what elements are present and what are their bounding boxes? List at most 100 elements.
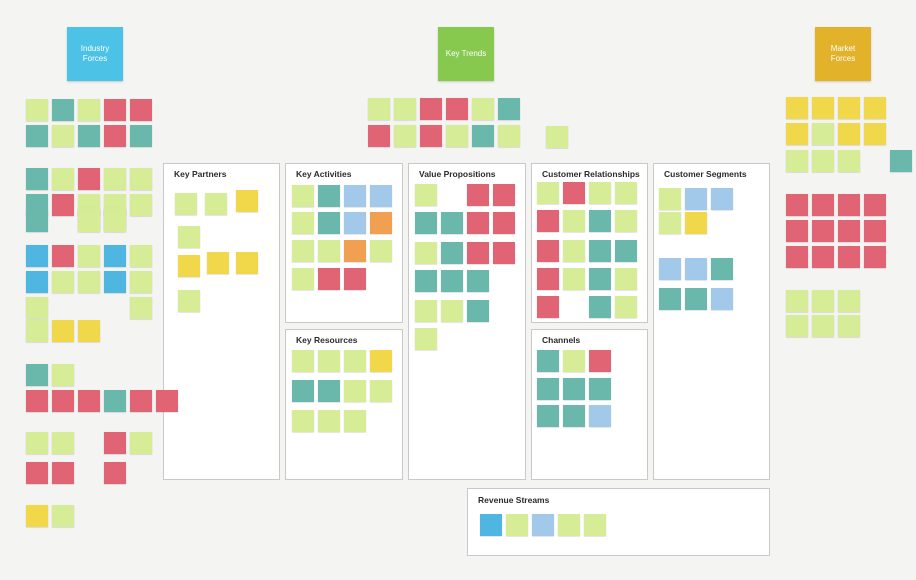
sticky-note[interactable]	[467, 300, 489, 322]
sticky-note[interactable]	[493, 184, 515, 206]
sticky-note[interactable]	[130, 271, 152, 293]
sticky-note[interactable]	[864, 97, 886, 119]
sticky-note[interactable]	[589, 182, 611, 204]
sticky-note[interactable]	[864, 246, 886, 268]
sticky-note[interactable]	[812, 150, 834, 172]
sticky-note[interactable]	[441, 242, 463, 264]
sticky-note[interactable]	[615, 296, 637, 318]
sticky-note[interactable]	[318, 410, 340, 432]
sticky-note[interactable]	[415, 242, 437, 264]
sticky-note[interactable]	[838, 150, 860, 172]
sticky-note[interactable]	[563, 350, 585, 372]
sticky-note[interactable]	[292, 268, 314, 290]
sticky-note[interactable]	[584, 514, 606, 536]
sticky-note[interactable]	[563, 378, 585, 400]
sticky-note[interactable]	[838, 123, 860, 145]
sticky-note[interactable]	[292, 185, 314, 207]
sticky-note[interactable]	[532, 514, 554, 536]
sticky-note[interactable]	[344, 350, 366, 372]
sticky-note[interactable]	[178, 255, 200, 277]
sticky-note[interactable]	[472, 98, 494, 120]
sticky-note[interactable]	[26, 505, 48, 527]
sticky-note[interactable]	[812, 246, 834, 268]
sticky-note[interactable]	[812, 97, 834, 119]
sticky-note[interactable]	[506, 514, 528, 536]
sticky-note[interactable]	[537, 296, 559, 318]
sticky-note[interactable]	[812, 290, 834, 312]
sticky-note[interactable]	[344, 240, 366, 262]
sticky-note[interactable]	[52, 168, 74, 190]
sticky-note[interactable]	[786, 290, 808, 312]
sticky-note[interactable]	[370, 350, 392, 372]
sticky-note[interactable]	[104, 210, 126, 232]
sticky-note[interactable]	[236, 190, 258, 212]
sticky-note[interactable]	[420, 125, 442, 147]
sticky-note[interactable]	[537, 268, 559, 290]
sticky-note[interactable]	[498, 125, 520, 147]
sticky-note[interactable]	[178, 290, 200, 312]
sticky-note[interactable]	[446, 98, 468, 120]
key-trends-header[interactable]: Key Trends	[438, 27, 494, 81]
sticky-note[interactable]	[78, 390, 100, 412]
sticky-note[interactable]	[318, 212, 340, 234]
sticky-note[interactable]	[659, 212, 681, 234]
sticky-note[interactable]	[394, 98, 416, 120]
sticky-note[interactable]	[318, 380, 340, 402]
sticky-note[interactable]	[344, 212, 366, 234]
sticky-note[interactable]	[615, 268, 637, 290]
sticky-note[interactable]	[368, 125, 390, 147]
sticky-note[interactable]	[78, 245, 100, 267]
sticky-note[interactable]	[890, 150, 912, 172]
sticky-note[interactable]	[812, 194, 834, 216]
sticky-note[interactable]	[563, 240, 585, 262]
sticky-note[interactable]	[78, 168, 100, 190]
sticky-note[interactable]	[370, 380, 392, 402]
sticky-note[interactable]	[175, 193, 197, 215]
sticky-note[interactable]	[26, 210, 48, 232]
sticky-note[interactable]	[659, 188, 681, 210]
sticky-note[interactable]	[26, 432, 48, 454]
sticky-note[interactable]	[292, 240, 314, 262]
sticky-note[interactable]	[589, 350, 611, 372]
sticky-note[interactable]	[480, 514, 502, 536]
sticky-note[interactable]	[685, 188, 707, 210]
sticky-note[interactable]	[26, 390, 48, 412]
sticky-note[interactable]	[130, 432, 152, 454]
sticky-note[interactable]	[685, 288, 707, 310]
sticky-note[interactable]	[104, 271, 126, 293]
sticky-note[interactable]	[26, 125, 48, 147]
sticky-note[interactable]	[537, 240, 559, 262]
sticky-note[interactable]	[26, 271, 48, 293]
sticky-note[interactable]	[812, 220, 834, 242]
sticky-note[interactable]	[864, 123, 886, 145]
sticky-note[interactable]	[344, 380, 366, 402]
sticky-note[interactable]	[537, 182, 559, 204]
sticky-note[interactable]	[207, 252, 229, 274]
sticky-note[interactable]	[318, 185, 340, 207]
sticky-note[interactable]	[537, 350, 559, 372]
sticky-note[interactable]	[786, 194, 808, 216]
sticky-note[interactable]	[368, 98, 390, 120]
sticky-note[interactable]	[558, 514, 580, 536]
sticky-note[interactable]	[864, 194, 886, 216]
sticky-note[interactable]	[493, 242, 515, 264]
sticky-note[interactable]	[441, 300, 463, 322]
sticky-note[interactable]	[26, 364, 48, 386]
sticky-note[interactable]	[659, 288, 681, 310]
sticky-note[interactable]	[292, 212, 314, 234]
sticky-note[interactable]	[26, 168, 48, 190]
sticky-note[interactable]	[156, 390, 178, 412]
industry-forces-header[interactable]: Industry Forces	[67, 27, 123, 81]
sticky-note[interactable]	[537, 210, 559, 232]
sticky-note[interactable]	[415, 184, 437, 206]
sticky-note[interactable]	[394, 125, 416, 147]
sticky-note[interactable]	[812, 315, 834, 337]
sticky-note[interactable]	[52, 194, 74, 216]
sticky-note[interactable]	[52, 364, 74, 386]
sticky-note[interactable]	[78, 99, 100, 121]
sticky-note[interactable]	[292, 380, 314, 402]
sticky-note[interactable]	[130, 390, 152, 412]
sticky-note[interactable]	[467, 242, 489, 264]
sticky-note[interactable]	[104, 245, 126, 267]
